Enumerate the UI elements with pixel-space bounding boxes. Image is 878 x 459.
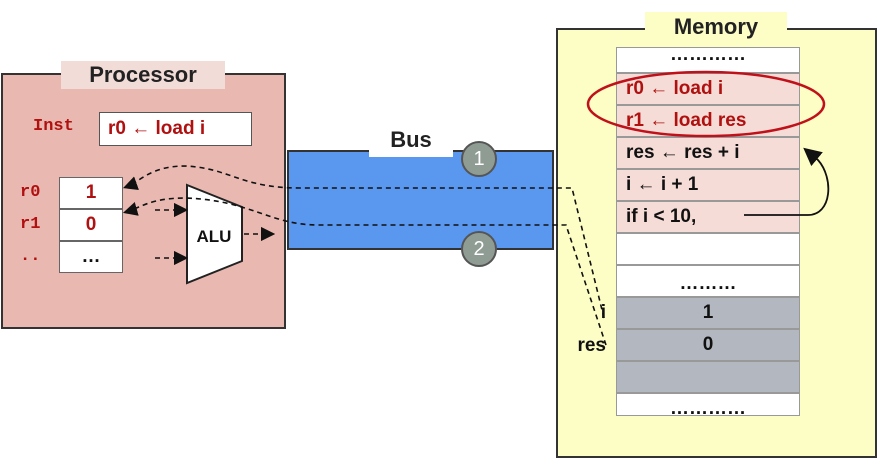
register-more-value: …	[59, 241, 123, 273]
inst-register: r0 ← load i	[99, 112, 252, 146]
memory-title: Memory	[645, 12, 787, 42]
register-r1-value: 0	[59, 209, 123, 241]
register-label-r1: r1	[20, 215, 41, 234]
inst-label: Inst	[33, 117, 74, 136]
memory-row-res-update: res ← res + i	[616, 137, 800, 169]
register-label-more: ..	[20, 247, 41, 266]
step-1-badge: 1	[461, 141, 497, 177]
alu-unit: ALU	[186, 183, 243, 285]
memory-row-var-i: 1	[616, 297, 800, 329]
memory-row-var-res: 0	[616, 329, 800, 361]
memory-row-gray-empty	[616, 361, 800, 393]
data-path-res-to-r1	[122, 197, 607, 346]
bus-title: Bus	[369, 127, 453, 157]
step-2-badge: 2	[461, 231, 497, 267]
variable-label-res: res	[577, 335, 606, 356]
variable-label-i: i	[600, 302, 606, 323]
alu-label: ALU	[197, 227, 232, 246]
memory-row-ellipsis-mid: ………	[616, 265, 800, 297]
memory-row-i-increment: i ← i + 1	[616, 169, 800, 201]
register-label-r0: r0	[20, 183, 41, 202]
loop-back-arrow	[744, 147, 830, 216]
memory-row-if-branch: if i < 10,	[616, 201, 800, 233]
memory-row-empty	[616, 233, 800, 265]
memory-row-ellipsis-bottom: …………	[616, 393, 800, 419]
highlight-ellipse	[586, 70, 826, 138]
bus-channel	[287, 150, 554, 250]
data-path-i-to-r0	[122, 165, 605, 319]
memory-row-load-i: r0 ← load i	[616, 73, 800, 105]
register-r0-value: 1	[59, 177, 123, 209]
processor-title: Processor	[61, 61, 225, 89]
